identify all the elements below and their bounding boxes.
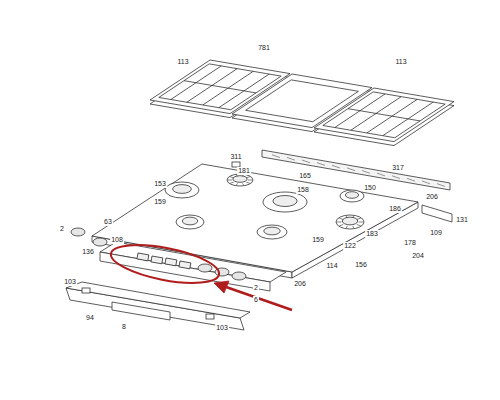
trim-slot xyxy=(302,160,310,163)
callout-number: 311 xyxy=(229,153,242,161)
side-bracket xyxy=(422,205,452,222)
display-window xyxy=(151,256,163,264)
burner-ring-tooth xyxy=(358,222,363,223)
control-panel-front xyxy=(100,252,270,291)
display-window xyxy=(179,261,191,269)
display-window xyxy=(137,253,149,261)
callout-number: 131 xyxy=(455,216,469,224)
callout-number: 63 xyxy=(103,218,113,226)
burner-ring-tooth xyxy=(357,218,361,219)
front-handle-bracket xyxy=(112,302,170,320)
burner-cap xyxy=(264,227,281,235)
callout-number: 153 xyxy=(153,180,167,188)
end-cap xyxy=(82,288,90,293)
callout-number: 156 xyxy=(354,261,368,269)
control-knob xyxy=(93,238,107,246)
burner-ring-tooth xyxy=(337,222,342,223)
callout-number: 94 xyxy=(85,314,95,322)
callout-number: 6 xyxy=(253,296,259,304)
burner-ring-tooth xyxy=(246,182,250,183)
callout-number: 206 xyxy=(425,193,439,201)
callout-number: 206 xyxy=(293,280,307,288)
callout-number: 159 xyxy=(311,236,325,244)
callout-number: 108 xyxy=(110,236,124,244)
callout-number: 781 xyxy=(257,44,271,52)
burner-base xyxy=(165,182,199,198)
grate-bar xyxy=(348,109,420,121)
burner-cap xyxy=(173,185,192,194)
burner-ring-tooth xyxy=(346,216,348,218)
callout-number: 204 xyxy=(411,252,425,260)
callout-number: 317 xyxy=(391,164,405,172)
trim-slot xyxy=(272,155,280,158)
callout-number: 136 xyxy=(81,248,95,256)
burner-ring-tooth xyxy=(236,183,237,185)
trim-slot xyxy=(377,173,385,176)
control-knob xyxy=(232,272,246,280)
trim-slot xyxy=(317,163,325,166)
callout-number: 114 xyxy=(325,262,338,270)
grate-bar xyxy=(184,81,256,93)
end-cap xyxy=(206,314,214,319)
control-knob xyxy=(198,264,212,272)
burner-ring-tooth xyxy=(353,216,355,218)
burner-base xyxy=(336,215,364,229)
burner-ring-tooth xyxy=(339,218,343,219)
burner-cap xyxy=(342,217,357,225)
callout-number: 165 xyxy=(298,172,312,180)
cooktop-panel xyxy=(92,164,418,272)
highlight-arrow-head xyxy=(214,281,229,293)
callout-number: 122 xyxy=(343,242,357,250)
grate-outline xyxy=(314,88,454,142)
display-window xyxy=(165,258,177,266)
callout-number: 158 xyxy=(296,186,310,194)
burner-cap xyxy=(345,192,358,199)
burner-ring-tooth xyxy=(248,180,253,181)
burner-base xyxy=(176,215,204,229)
burner-ring-tooth xyxy=(230,177,234,178)
callout-number: 159 xyxy=(153,198,167,206)
callout-number: 178 xyxy=(403,239,417,247)
callout-number: 150 xyxy=(363,184,377,192)
callout-number: 113 xyxy=(394,58,407,66)
trim-slot xyxy=(347,168,355,171)
trim-slot xyxy=(407,178,415,181)
burner-base xyxy=(257,225,287,239)
trim-slot xyxy=(422,181,430,184)
callout-number: 103 xyxy=(215,324,229,332)
callout-number: 2 xyxy=(253,284,259,292)
callout-number: 109 xyxy=(429,229,443,237)
callout-number: 183 xyxy=(365,230,379,238)
burner-ring-tooth xyxy=(242,183,243,185)
grate-inner-frame xyxy=(323,92,445,138)
burner-base xyxy=(263,192,307,212)
trim-slot xyxy=(362,171,370,174)
trim-slot xyxy=(392,176,400,179)
highlight-ellipse xyxy=(108,238,222,290)
burner-ring-tooth xyxy=(353,226,355,228)
callout-number: 113 xyxy=(176,58,189,66)
burner-base xyxy=(340,190,364,202)
callout-number: 8 xyxy=(121,323,127,331)
callout-number: 103 xyxy=(63,278,77,286)
callout-number: 2 xyxy=(59,225,65,233)
burner-ring-tooth xyxy=(228,180,233,181)
burner-base xyxy=(227,174,253,186)
trim-slot xyxy=(437,184,445,187)
burner-ring-tooth xyxy=(230,182,234,183)
burner-cap xyxy=(273,196,297,207)
trim-slot xyxy=(332,165,340,168)
burner-cap xyxy=(182,217,197,225)
burner-cap xyxy=(233,176,247,183)
burner-ring-tooth xyxy=(339,224,343,225)
callout-number: 186 xyxy=(388,205,402,213)
burner-ring-tooth xyxy=(246,177,250,178)
trim-slot xyxy=(287,157,295,160)
burner-ring-tooth xyxy=(346,226,348,228)
highlight-arrow-shaft xyxy=(226,287,292,310)
callout-number: 181 xyxy=(237,167,251,175)
burner-ring-tooth xyxy=(357,224,361,225)
control-knob xyxy=(71,228,85,236)
